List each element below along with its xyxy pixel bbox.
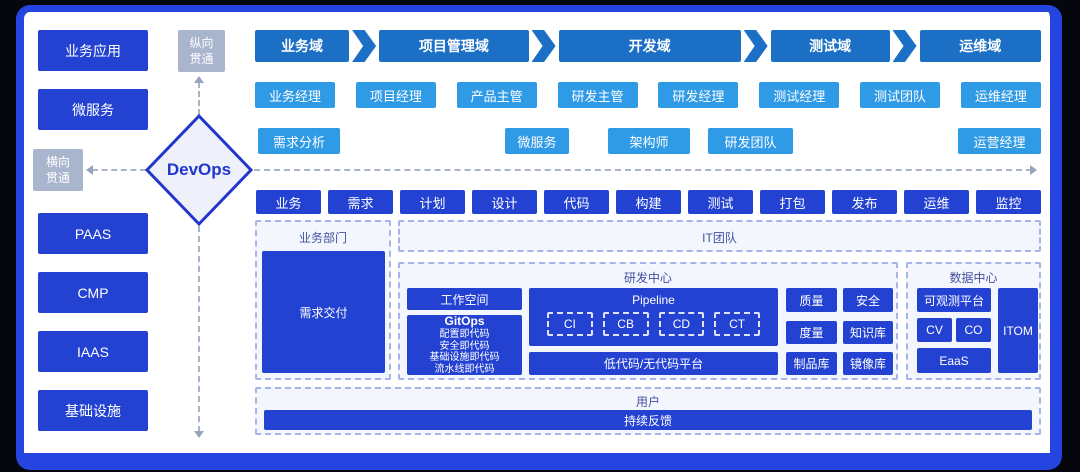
role-microservice: 微服务	[505, 128, 569, 154]
panel-it-team: IT团队	[398, 220, 1041, 252]
vertical-link-line1: 纵向	[189, 35, 214, 50]
pipeline-stage-ct: CT	[714, 312, 760, 336]
business-department-label: 业务部门	[298, 231, 347, 245]
stage-tab-row: 业务 需求 计划 设计 代码 构建 测试 打包 发布 运维 监控	[256, 190, 1041, 214]
arrow-left-icon	[86, 165, 93, 175]
gitops-item: 安全即代码	[439, 340, 490, 352]
pipeline-stage-cb: CB	[602, 312, 649, 336]
lowcode-platform-box: 低代码/无代码平台	[529, 352, 778, 375]
stage-release: 发布	[832, 190, 897, 214]
arrow-right-icon	[1030, 165, 1037, 175]
panel-rd-center: 研发中心 工作空间 GitOps 配置即代码 安全即代码 基础设施即代码 流水线…	[398, 262, 898, 380]
layer-business-application: 业务应用	[38, 30, 148, 71]
metrics-box: 度量	[786, 321, 837, 344]
pipeline-title: Pipeline	[632, 293, 675, 307]
panel-business-department: 业务部门 需求交付	[255, 220, 391, 380]
cv-box: CV	[917, 318, 952, 342]
domain-operations: 运维域	[919, 30, 1041, 62]
stage-code: 代码	[544, 190, 609, 214]
user-label: 用户	[635, 395, 660, 409]
requirement-delivery-box: 需求交付	[262, 251, 385, 373]
workspace-box: 工作空间	[407, 288, 522, 310]
chevron-right-icon	[892, 30, 917, 62]
role-business-manager: 业务经理	[255, 82, 335, 108]
role-product-lead: 产品主管	[456, 82, 537, 108]
arrow-down-icon	[194, 431, 204, 438]
data-center-label: 数据中心	[949, 271, 998, 285]
devops-diamond: DevOps	[144, 113, 254, 227]
diamond-shape-icon	[144, 113, 254, 227]
horizontal-link-line1: 横向	[45, 154, 70, 169]
vertical-link-label: 纵向 贯通	[178, 30, 225, 72]
stage-package: 打包	[760, 190, 825, 214]
role-operations-manager: 运营经理	[958, 128, 1041, 154]
gitops-box: GitOps 配置即代码 安全即代码 基础设施即代码 流水线即代码	[407, 313, 522, 375]
devops-label: DevOps	[166, 160, 232, 179]
chevron-right-icon	[531, 30, 556, 62]
knowledge-base-box: 知识库	[843, 321, 893, 344]
connector-devops-down	[198, 226, 200, 432]
horizontal-link-line2: 贯通	[45, 171, 70, 185]
connector-devops-up	[198, 82, 200, 115]
continuous-feedback-bar: 持续反馈	[264, 410, 1032, 430]
layer-infrastructure: 基础设施	[38, 390, 148, 431]
domain-project-management: 项目管理域	[379, 30, 529, 62]
stage-business: 业务	[256, 190, 321, 214]
domain-banner-row: 业务域 项目管理域 开发域 测试域 运维域	[255, 30, 1041, 62]
it-team-label: IT团队	[702, 231, 737, 245]
gitops-item: 配置即代码	[439, 329, 490, 341]
stage-operate: 运维	[904, 190, 969, 214]
pipeline-stages: CI CB CD CT	[529, 307, 778, 336]
layer-paas: PAAS	[38, 213, 148, 254]
stage-monitor: 监控	[976, 190, 1041, 214]
role-ops-manager: 运维经理	[960, 82, 1041, 108]
role-rd-lead: 研发主管	[557, 82, 638, 108]
pipeline-box: Pipeline CI CB CD CT	[529, 288, 778, 346]
stage-build: 构建	[616, 190, 681, 214]
connector-devops-left	[92, 169, 146, 171]
role-rd-team: 研发团队	[708, 128, 793, 154]
domain-development: 开发域	[558, 30, 741, 62]
role-architect: 架构师	[608, 128, 690, 154]
horizontal-link-label: 横向 贯通	[33, 149, 83, 191]
itom-box: ITOM	[998, 288, 1038, 373]
layer-microservice: 微服务	[38, 89, 148, 130]
stage-plan: 计划	[400, 190, 465, 214]
layer-cmp: CMP	[38, 272, 148, 313]
role-requirement-analysis: 需求分析	[258, 128, 340, 154]
observability-platform-box: 可观测平台	[917, 288, 991, 312]
domain-business: 业务域	[255, 30, 350, 62]
roles-row-1: 业务经理 项目经理 产品主管 研发主管 研发经理 测试经理 测试团队 运维经理	[255, 82, 1041, 108]
vertical-link-line2: 贯通	[189, 52, 214, 66]
pipeline-stage-cd: CD	[658, 312, 705, 336]
panel-data-center: 数据中心 可观测平台 CV CO EaaS ITOM	[906, 262, 1041, 380]
role-project-manager: 项目经理	[355, 82, 436, 108]
connector-devops-right	[254, 169, 1032, 171]
arrow-up-icon	[194, 76, 204, 83]
gitops-item: 流水线即代码	[434, 363, 495, 375]
layer-iaas: IAAS	[38, 331, 148, 372]
gitops-item: 基础设施即代码	[429, 352, 500, 364]
chevron-right-icon	[352, 30, 377, 62]
roles-row-2: 需求分析 微服务 架构师 研发团队 运营经理	[255, 128, 1041, 154]
chevron-right-icon	[743, 30, 768, 62]
co-box: CO	[956, 318, 991, 342]
stage-test: 测试	[688, 190, 753, 214]
stage-requirement: 需求	[328, 190, 393, 214]
domain-testing: 测试域	[770, 30, 890, 62]
gitops-title: GitOps	[444, 313, 485, 328]
rd-center-label: 研发中心	[623, 271, 672, 285]
pipeline-stage-ci: CI	[547, 312, 593, 336]
role-test-manager: 测试经理	[759, 82, 840, 108]
image-repo-box: 镜像库	[843, 352, 893, 375]
eaas-box: EaaS	[917, 348, 991, 373]
security-box: 安全	[843, 288, 893, 312]
quality-box: 质量	[786, 288, 837, 312]
panel-user: 用户 持续反馈	[255, 387, 1041, 435]
artifact-repo-box: 制品库	[786, 352, 837, 375]
role-rd-manager: 研发经理	[658, 82, 739, 108]
role-test-team: 测试团队	[860, 82, 941, 108]
stage-design: 设计	[472, 190, 537, 214]
